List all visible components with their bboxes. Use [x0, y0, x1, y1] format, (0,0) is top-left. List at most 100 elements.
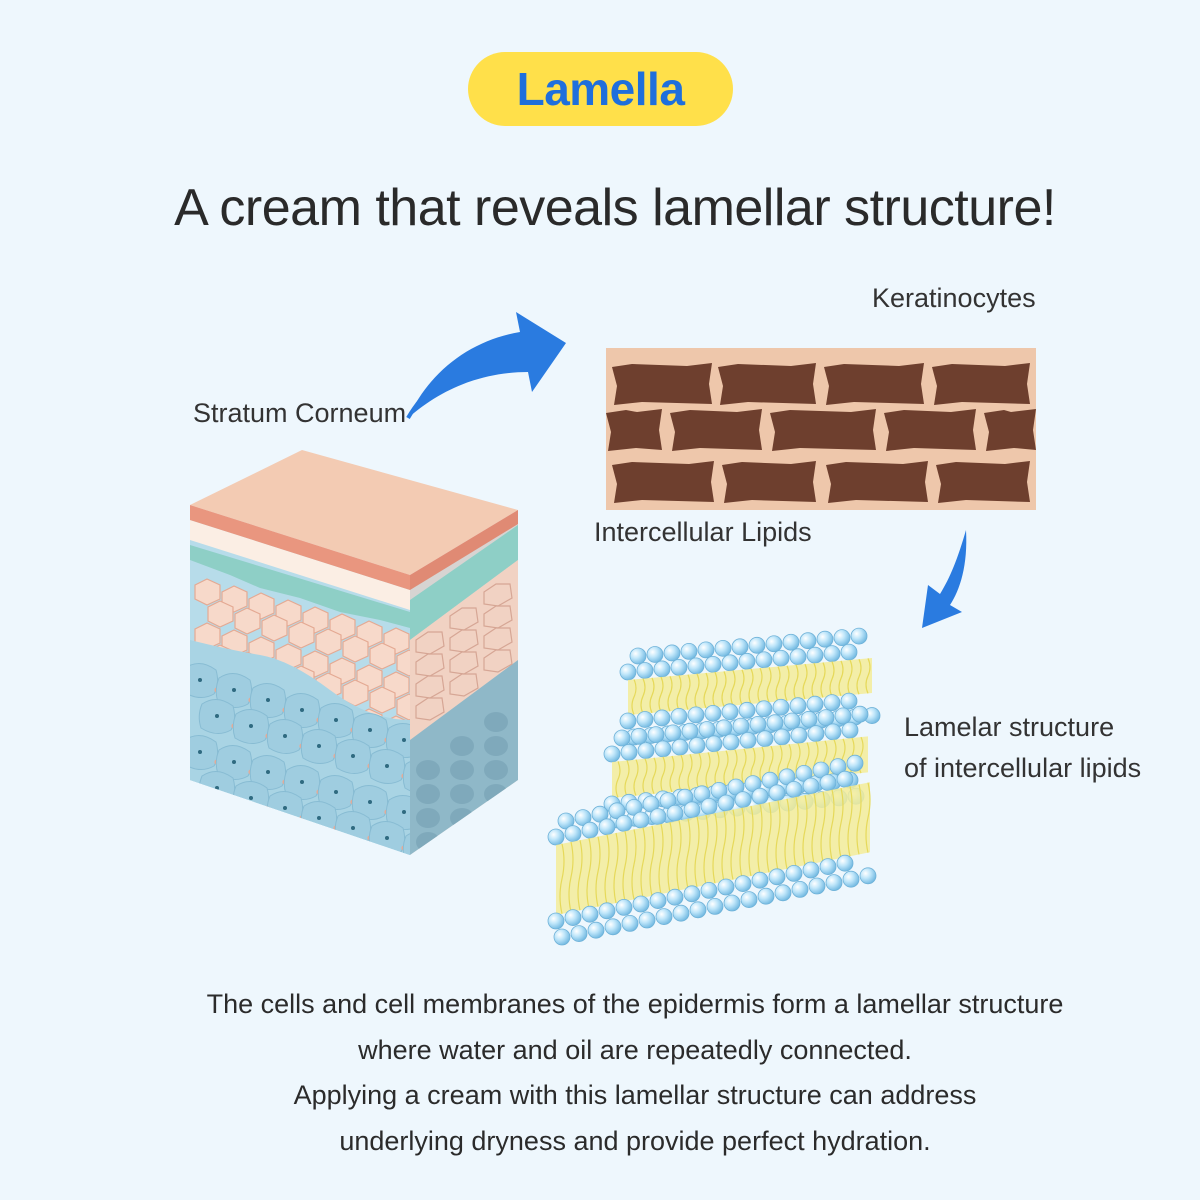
cell-junction	[384, 881, 389, 886]
lipid-head	[799, 632, 817, 650]
lipid-head	[840, 692, 858, 710]
lipid-tail	[775, 800, 781, 871]
lipid-head	[732, 717, 750, 735]
curved-arrow-icon	[406, 312, 566, 420]
lipid-head	[671, 738, 689, 756]
lipid-tail	[559, 843, 565, 914]
lipid-head	[632, 895, 650, 913]
lipid-head	[704, 655, 722, 673]
cell-nucleus	[215, 714, 219, 718]
lipid-head	[841, 721, 859, 739]
lipid-tail	[613, 832, 619, 904]
lipid-tail	[766, 802, 772, 873]
lipid-head	[620, 743, 638, 761]
lipid-head	[700, 882, 718, 899]
cell-nucleus	[351, 826, 355, 830]
lipid-head	[700, 798, 718, 815]
lipid-head	[715, 719, 733, 737]
lipid-tail	[712, 671, 718, 708]
cell-nucleus	[300, 852, 304, 855]
cell-nucleus	[198, 678, 202, 682]
cell-junction	[282, 851, 288, 855]
basal-cell	[484, 784, 508, 804]
cell-junction	[350, 871, 355, 876]
lipid-head	[687, 706, 705, 724]
lipid-tail	[604, 834, 610, 905]
lamellar-structure-label-line2: of intercellular lipids	[904, 753, 1142, 783]
lipid-head	[723, 894, 741, 912]
basal-cell	[249, 827, 287, 855]
cell-nucleus	[249, 724, 253, 728]
lipid-head	[749, 716, 767, 733]
lipid-tail	[696, 753, 702, 790]
lipid-head	[806, 646, 824, 664]
lipid-head	[604, 918, 622, 936]
keratinocyte-brick	[722, 461, 816, 503]
lipid-head	[806, 695, 824, 713]
skin-cell	[449, 607, 479, 631]
lipid-head	[615, 815, 633, 832]
keratinocyte-brick	[826, 461, 928, 503]
caption-line: Applying a cream with this lamellar stru…	[293, 1080, 977, 1110]
lipid-head	[751, 871, 769, 889]
skin-cell	[234, 607, 261, 635]
lipid-head	[789, 697, 807, 715]
caption-line: where water and oil are repeatedly conne…	[358, 1034, 912, 1065]
skin-cell	[449, 629, 479, 653]
lipid-head	[629, 647, 647, 665]
lipid-head	[755, 651, 773, 669]
keratinocyte-brick	[770, 409, 876, 451]
skin-cell	[415, 675, 445, 699]
cell-nucleus	[215, 786, 219, 790]
lipid-tail	[649, 825, 655, 896]
lipid-head	[553, 928, 571, 946]
lipid-head	[564, 909, 582, 926]
lipid-head	[689, 901, 707, 919]
keratinocyte-brick	[612, 363, 712, 405]
lipid-head	[834, 707, 852, 725]
cell-nucleus	[368, 872, 372, 876]
lipid-head	[755, 700, 773, 718]
lipid-head	[850, 627, 868, 645]
cell-junction	[418, 891, 423, 896]
lipid-tail	[624, 760, 630, 797]
basal-cell	[416, 760, 440, 780]
lipid-head	[581, 821, 599, 839]
lipid-tail	[820, 662, 826, 698]
lipid-head	[851, 705, 869, 723]
lipid-tail	[694, 816, 700, 887]
lipid-tail	[793, 796, 799, 868]
skin-cell	[194, 578, 221, 606]
cell-nucleus	[232, 688, 236, 692]
lipid-head	[653, 660, 671, 678]
lipid-tail	[757, 804, 763, 875]
lipid-head	[672, 904, 690, 922]
basal-cell	[484, 760, 508, 780]
lipid-tail	[705, 752, 711, 789]
skin-layers-icon	[190, 450, 518, 896]
skin-cell	[315, 628, 342, 656]
lipid-head	[663, 644, 681, 662]
lipid-tail	[586, 838, 592, 909]
lipid-head	[664, 724, 682, 742]
caption-line: underlying dryness and provide perfect h…	[339, 1125, 931, 1156]
lipid-head	[802, 861, 820, 879]
skin-cell	[449, 673, 479, 697]
description-caption: The cells and cell membranes of the epid…	[0, 982, 1200, 1164]
lipid-head	[598, 902, 616, 920]
basal-cell	[215, 817, 253, 852]
lipid-head	[717, 878, 735, 896]
lipid-head	[734, 875, 752, 892]
cell-nucleus	[198, 750, 202, 754]
lipid-head	[836, 770, 854, 788]
lipid-tail	[649, 677, 655, 714]
lipid-head	[697, 641, 715, 659]
basal-cell	[450, 808, 474, 828]
keratinocyte-brick	[932, 363, 1030, 405]
lipid-head	[547, 828, 565, 846]
lipid-tail	[730, 670, 736, 706]
lipid-head	[666, 804, 684, 822]
lipid-tails	[628, 658, 872, 715]
cell-nucleus	[300, 708, 304, 712]
lipid-head	[613, 729, 631, 747]
